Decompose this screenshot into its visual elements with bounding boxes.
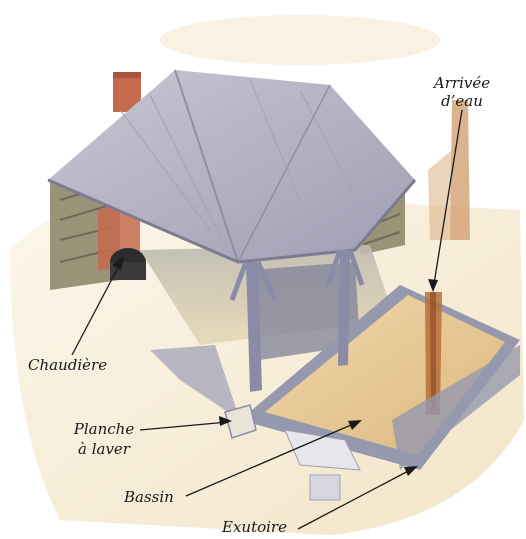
label-arrivee-line1: Arrivée	[424, 74, 500, 92]
label-planche-line2: à laver	[64, 440, 144, 458]
tree-trunk	[428, 100, 470, 240]
label-arrivee-line2: d’eau	[424, 92, 500, 110]
label-chaudiere: Chaudière	[28, 356, 107, 374]
label-exutoire: Exutoire	[222, 518, 287, 536]
label-bassin: Bassin	[124, 488, 174, 506]
label-planche-line1: Planche	[64, 420, 144, 438]
